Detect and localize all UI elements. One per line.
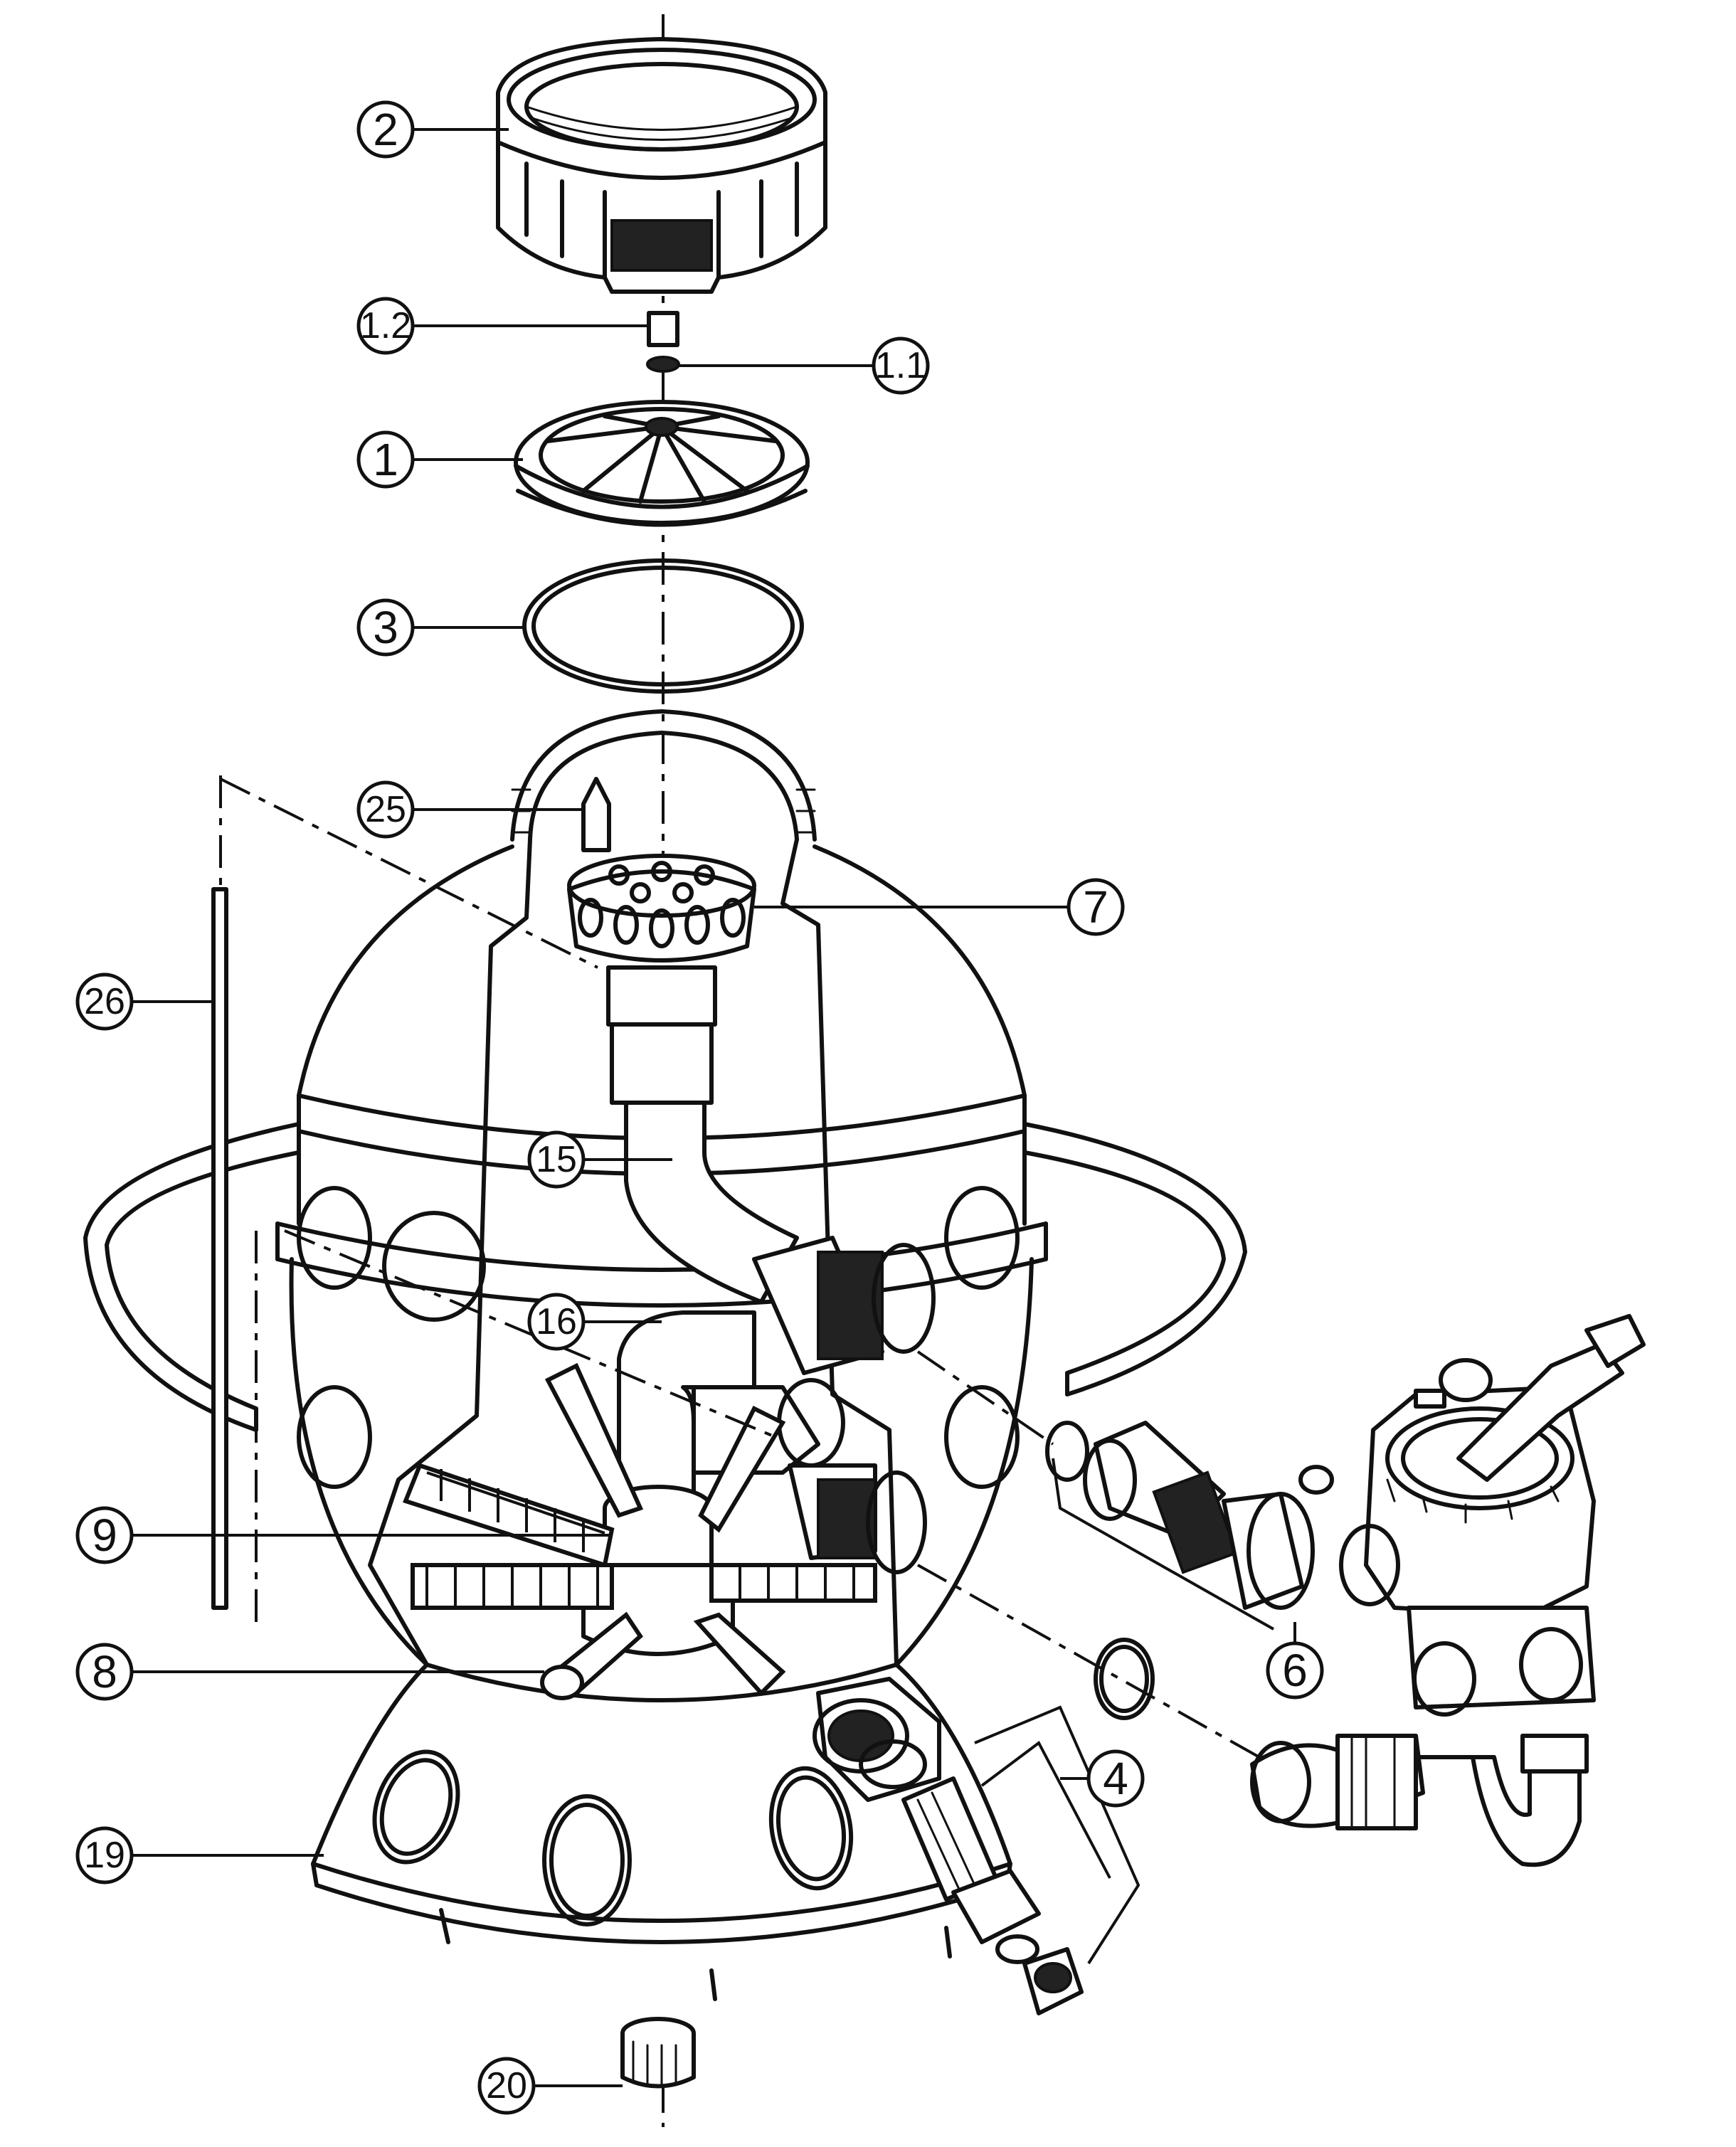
callout-upper-pipe-label: 15: [536, 1139, 577, 1180]
outer-rail: [83, 1122, 1247, 1432]
callout-valve-union-label: 6: [1282, 1645, 1308, 1696]
pressure-gauge: [1414, 1358, 1493, 1409]
callout-lid-oring-label: 3: [373, 602, 398, 653]
laterals-part: [403, 1362, 877, 1700]
callout-vent-oring-label: 1.1: [875, 345, 926, 386]
callout-base-stand: 19: [75, 1826, 324, 1884]
valve-handle: [1456, 1314, 1646, 1482]
callout-vent-oring: 1.1: [679, 336, 930, 395]
callout-lid-cover-label: 1: [373, 434, 398, 485]
callout-valve-union: 6: [1266, 1622, 1324, 1700]
callout-sight-tube-label: 26: [84, 981, 125, 1022]
callout-drain-assembly: 4: [1060, 1749, 1145, 1808]
callout-lid-ring-label: 2: [373, 104, 398, 155]
lid-cover-part: [514, 400, 810, 527]
callout-top-diffuser-label: 7: [1083, 881, 1108, 933]
base-plug-part: [620, 2017, 696, 2089]
drain-assembly-part: [813, 1677, 1140, 2015]
callout-laterals-label: 8: [92, 1646, 117, 1697]
multiport-valve: [1298, 1314, 1646, 1717]
sight-tube-part: [211, 775, 776, 1629]
callout-collector-hub: 9: [75, 1506, 612, 1564]
callout-lid-cover: 1: [356, 430, 523, 489]
callout-lid-ring: 2: [356, 100, 509, 159]
upper-pipe-threads: [817, 1251, 884, 1360]
callout-base-plug-label: 20: [486, 2065, 527, 2106]
base-stand-part: [311, 1663, 1012, 2001]
callout-drain-assembly-label: 4: [1103, 1753, 1128, 1804]
air-vent-tube-part: [581, 777, 611, 852]
callout-base-plug: 20: [477, 2057, 623, 2115]
callout-sight-tube: 26: [75, 972, 213, 1031]
callout-upper-pipe: 15: [527, 1130, 672, 1189]
callouts: 2 1.2 1.1 1 3 25 7: [75, 100, 1324, 2115]
callout-vent-valve: 1.2: [356, 297, 649, 355]
upper-pipe-part: [610, 1022, 936, 1375]
callout-air-vent-tube-label: 25: [365, 789, 406, 830]
lid-ring-ribs: [524, 161, 799, 280]
callout-vent-valve-label: 1.2: [360, 305, 411, 346]
callout-top-diffuser: 7: [754, 878, 1125, 936]
callout-collector-pipe-label: 16: [536, 1301, 577, 1342]
callout-collector-pipe: 16: [527, 1293, 662, 1351]
callout-lid-oring: 3: [356, 598, 525, 657]
callout-collector-hub-label: 9: [92, 1510, 117, 1561]
valve-union-part: [916, 1350, 1589, 1867]
callout-base-stand-label: 19: [84, 1835, 125, 1876]
callout-air-vent-tube: 25: [356, 780, 583, 839]
callout-laterals: 8: [75, 1643, 544, 1701]
top-diffuser-part: [567, 854, 756, 1027]
lid-ring-part: [496, 37, 827, 294]
vent-valve-part: [646, 311, 680, 373]
